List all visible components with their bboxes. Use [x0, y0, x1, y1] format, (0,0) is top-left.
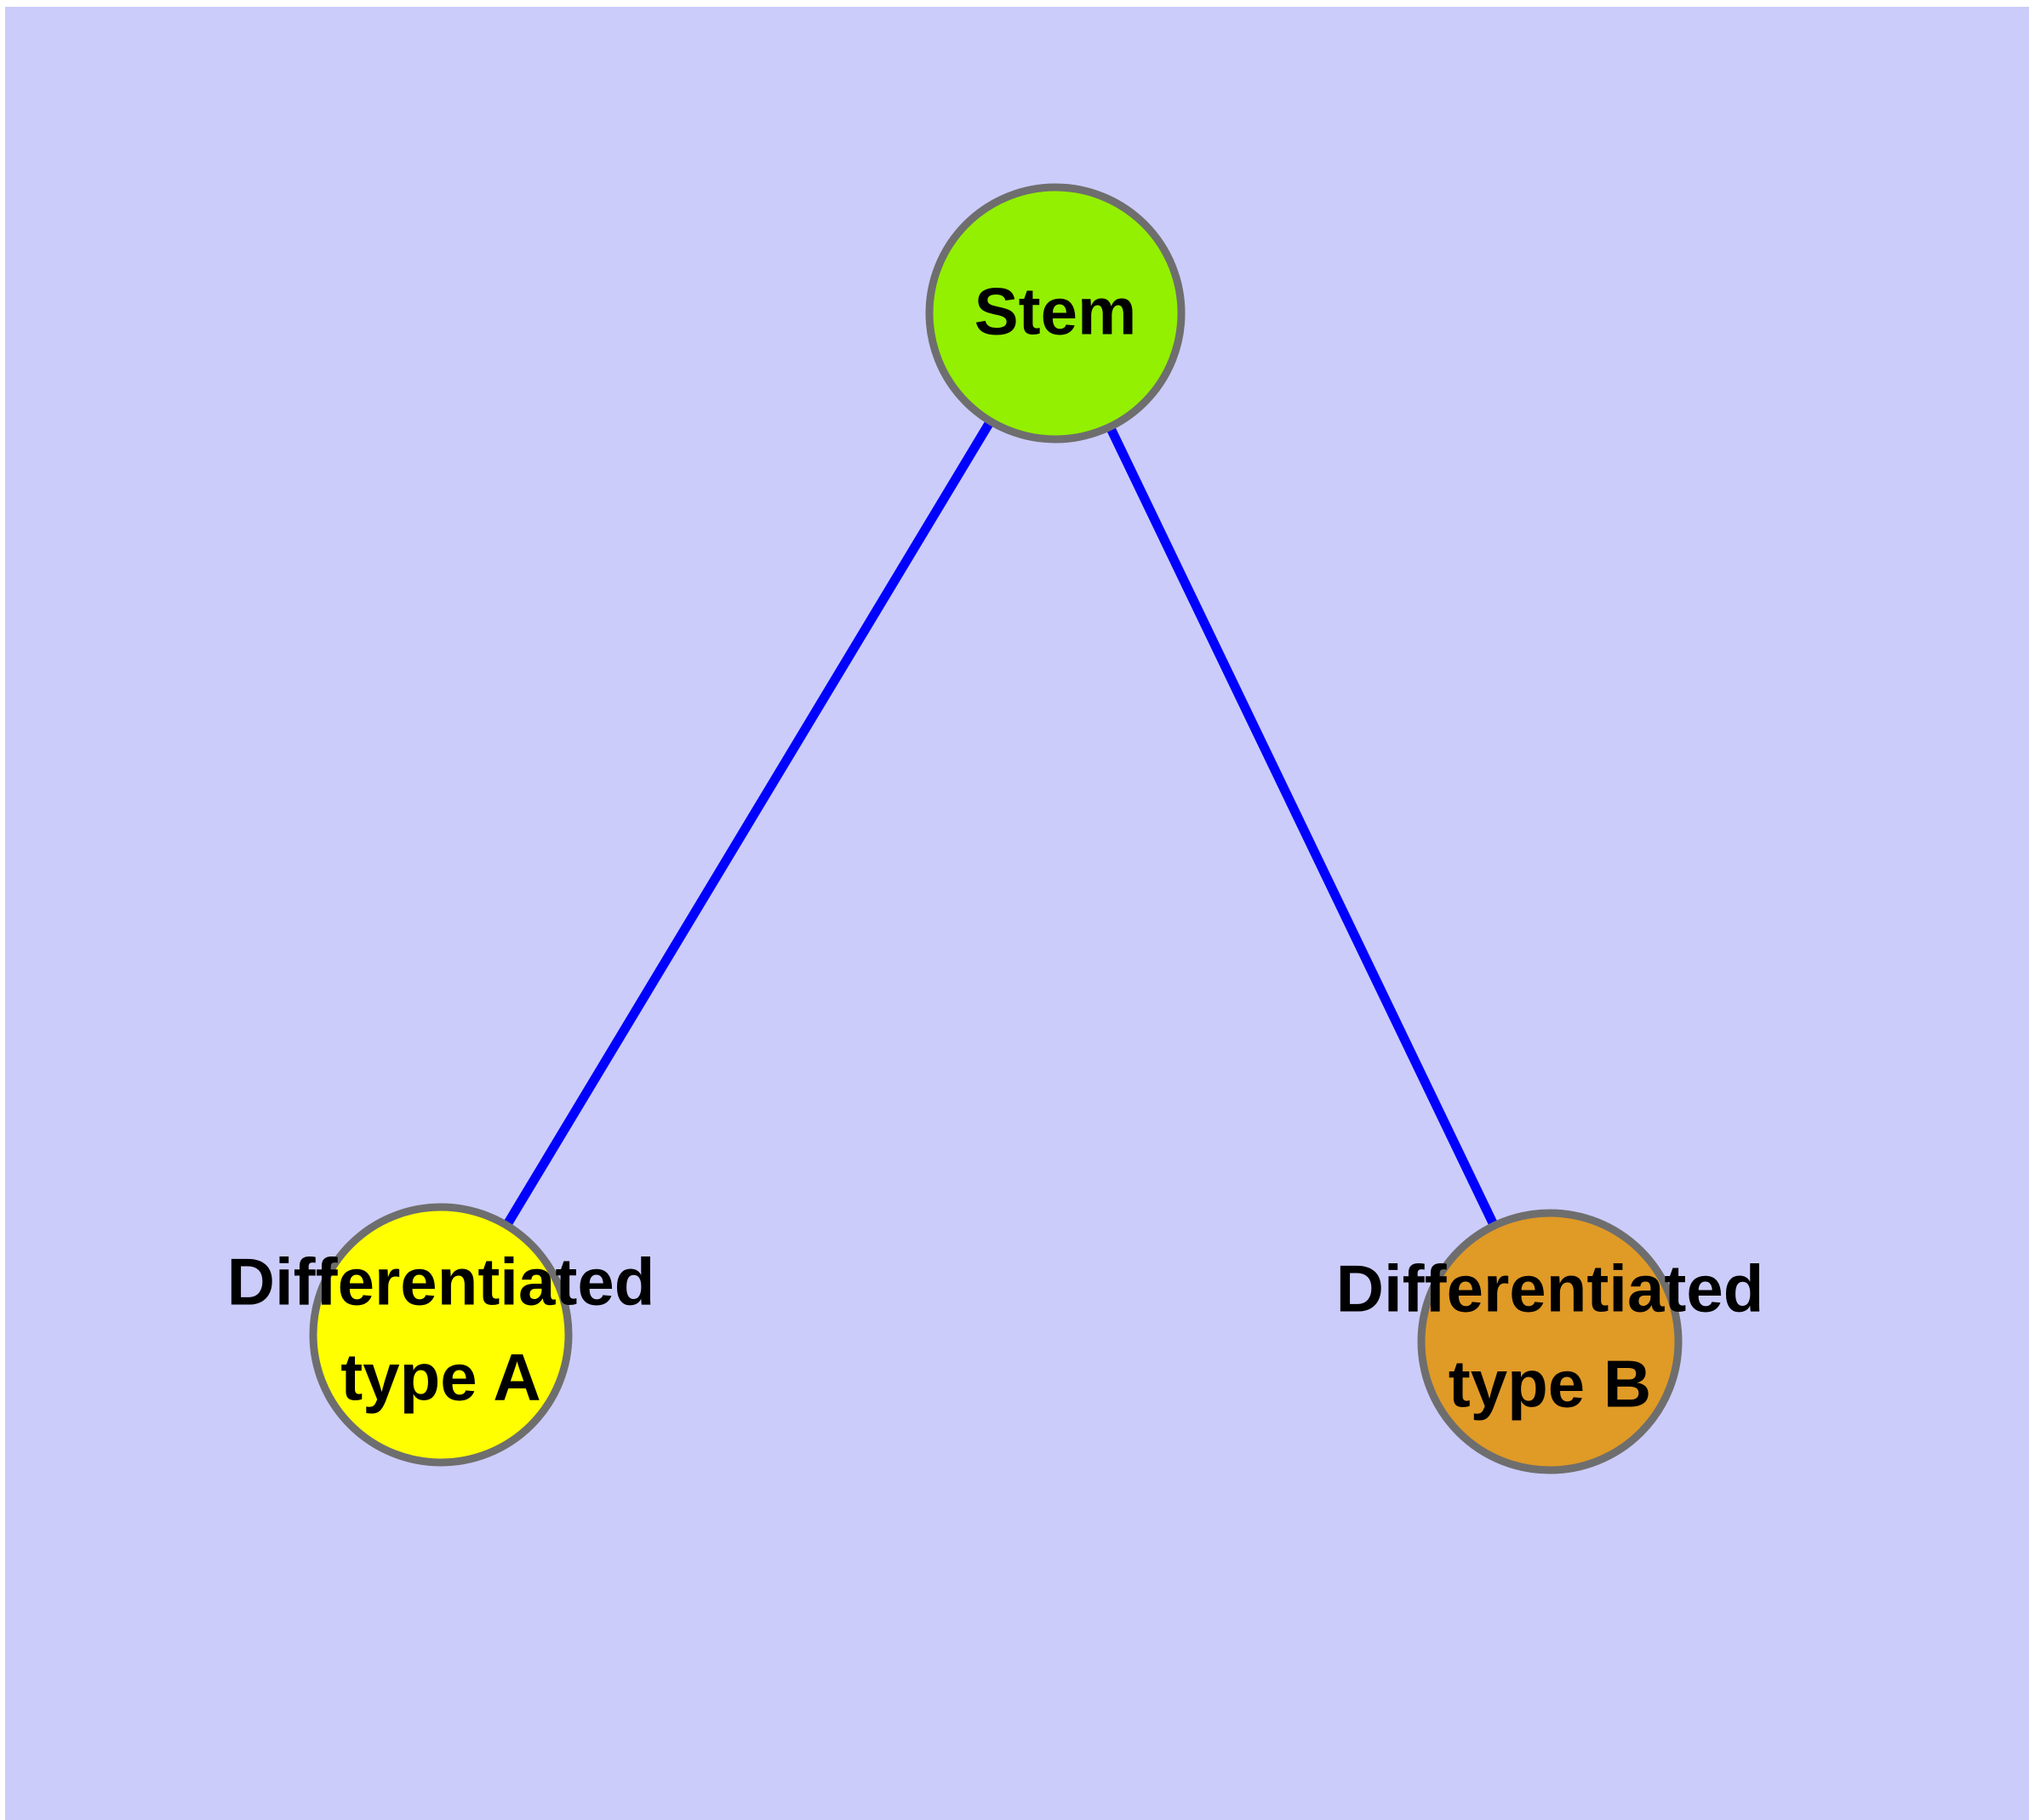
edge-stem-to-diff-a[interactable] [437, 311, 1060, 1337]
node-diff-b-label-line1: Differentiated [1336, 1251, 1764, 1326]
node-diff-b-label-line2: type B [1449, 1347, 1651, 1422]
node-stem-label: Stem [974, 274, 1137, 349]
node-diff-a-circle[interactable] [309, 1203, 573, 1467]
edge-stem-to-diff-b[interactable] [1051, 311, 1554, 1344]
node-stem[interactable]: Stem [925, 183, 1186, 444]
node-stem-circle[interactable] [925, 183, 1186, 444]
node-diff-b-circle[interactable] [1417, 1209, 1683, 1474]
node-layer: Stem Differentiated type A Differentiate… [227, 183, 1764, 1474]
edge-layer [437, 311, 1554, 1344]
node-diff-a-label-line1: Differentiated [227, 1245, 655, 1319]
node-diff-b[interactable]: Differentiated type B [1336, 1209, 1764, 1474]
node-diff-a-label-line2: type A [340, 1340, 541, 1415]
node-diff-a[interactable]: Differentiated type A [227, 1203, 655, 1467]
